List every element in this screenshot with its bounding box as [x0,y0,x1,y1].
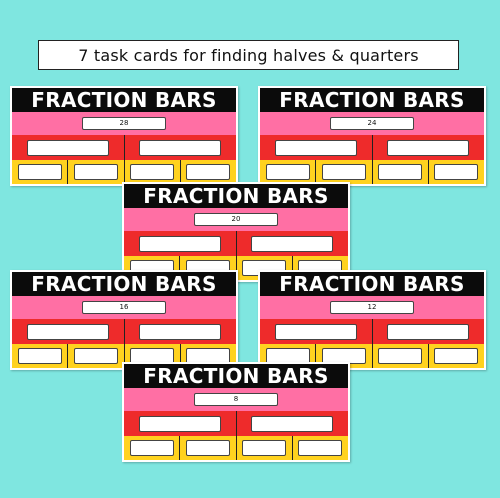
answer-box[interactable] [138,235,221,252]
half-section [125,319,237,344]
half-section [125,135,237,160]
task-card-20: FRACTION BARS 20 [122,182,350,282]
quarter-section [260,160,317,184]
task-card-8: FRACTION BARS 8 [122,362,350,462]
description-banner: 7 task cards for finding halves & quarte… [38,40,459,70]
quarter-section [429,160,484,184]
card-title: FRACTION BARS [260,272,484,296]
answer-box[interactable] [186,164,231,180]
whole-number-box: 16 [82,301,166,314]
answer-box[interactable] [321,164,366,180]
card-title: FRACTION BARS [260,88,484,112]
whole-number-box: 24 [330,117,414,130]
whole-bar: 28 [12,112,236,135]
answer-box[interactable] [73,164,118,180]
quarter-section [316,160,373,184]
half-section [124,231,237,256]
whole-bar: 16 [12,296,236,319]
answer-box[interactable] [130,164,175,180]
card-title: FRACTION BARS [12,272,236,296]
quarters-bar [124,436,348,460]
half-section [237,411,349,436]
whole-bar: 20 [124,208,348,231]
half-section [12,135,125,160]
quarter-section [68,160,125,184]
answer-box[interactable] [26,323,109,340]
quarter-section [12,344,69,368]
quarters-bar [12,344,236,368]
answer-box[interactable] [434,164,479,180]
half-section [237,231,349,256]
answer-box[interactable] [17,348,62,364]
answer-box[interactable] [139,323,222,340]
half-section [124,411,237,436]
answer-box[interactable] [274,323,357,340]
whole-bar: 12 [260,296,484,319]
quarter-section [180,436,237,460]
quarter-section [124,436,181,460]
half-section [260,319,373,344]
answer-box[interactable] [73,348,118,364]
quarter-section [125,160,181,184]
quarters-bar [12,160,236,184]
card-title: FRACTION BARS [124,184,348,208]
answer-box[interactable] [378,164,423,180]
answer-box[interactable] [387,323,470,340]
half-section [373,319,485,344]
task-card-28: FRACTION BARS 28 [10,86,238,186]
task-card-24: FRACTION BARS 24 [258,86,486,186]
quarter-section [181,160,236,184]
answer-box[interactable] [26,139,109,156]
answer-box[interactable] [265,164,310,180]
answer-box[interactable] [129,440,174,456]
quarter-section [237,436,293,460]
halves-bar [260,319,484,344]
answer-box[interactable] [378,348,423,364]
card-title: FRACTION BARS [124,364,348,388]
whole-number-box: 20 [194,213,278,226]
answer-box[interactable] [17,164,62,180]
half-section [373,135,485,160]
answer-box[interactable] [251,415,334,432]
halves-bar [12,135,236,160]
answer-box[interactable] [298,440,343,456]
answer-box[interactable] [138,415,221,432]
answer-box[interactable] [139,139,222,156]
answer-box[interactable] [434,348,479,364]
answer-box[interactable] [274,139,357,156]
quarter-section [68,344,125,368]
quarter-section [12,160,69,184]
answer-box[interactable] [251,235,334,252]
half-section [12,319,125,344]
quarter-section [373,344,429,368]
answer-box[interactable] [387,139,470,156]
half-section [260,135,373,160]
halves-bar [260,135,484,160]
quarter-section [373,160,429,184]
whole-bar: 24 [260,112,484,135]
answer-box[interactable] [242,440,287,456]
whole-number-box: 28 [82,117,166,130]
banner-text: 7 task cards for finding halves & quarte… [78,45,419,65]
answer-box[interactable] [185,440,230,456]
task-card-12: FRACTION BARS 12 [258,270,486,370]
whole-bar: 8 [124,388,348,411]
card-title: FRACTION BARS [12,88,236,112]
halves-bar [124,231,348,256]
whole-number-box: 8 [194,393,278,406]
quarter-section [293,436,348,460]
halves-bar [12,319,236,344]
quarters-bar [260,160,484,184]
whole-number-box: 12 [330,301,414,314]
quarter-section [429,344,484,368]
task-card-16: FRACTION BARS 16 [10,270,238,370]
halves-bar [124,411,348,436]
